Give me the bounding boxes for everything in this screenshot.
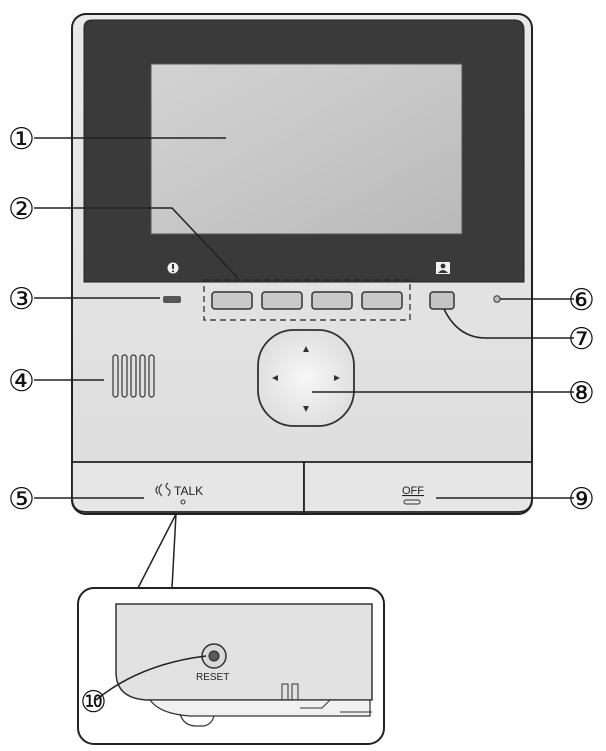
lcd-screen — [150, 63, 463, 235]
callout-labels: ① ② ③ ④ ⑤ ⑥ ⑦ ⑧ ⑨ ⑩ — [8, 123, 595, 719]
nav-up-arrow-icon[interactable] — [303, 346, 309, 352]
recording-button[interactable] — [429, 291, 455, 310]
function-buttons-group — [203, 279, 411, 321]
nav-left-arrow-icon[interactable] — [272, 375, 278, 381]
talk-label: TALK — [174, 484, 203, 498]
underside-slots — [281, 683, 372, 713]
underside-foot — [179, 713, 215, 727]
callout-6: ⑥ — [568, 284, 595, 317]
alert-indicator — [163, 296, 181, 303]
zoom-connector-left — [137, 513, 177, 589]
talk-wave-icon — [155, 482, 171, 497]
talk-button[interactable] — [71, 461, 305, 513]
callout-8: ⑧ — [568, 377, 595, 410]
function-button-4[interactable] — [361, 291, 403, 310]
device-underside — [115, 603, 373, 701]
reset-button[interactable] — [208, 650, 220, 662]
person-icon — [436, 262, 450, 274]
function-button-3[interactable] — [311, 291, 353, 310]
callout-2: ② — [8, 193, 35, 226]
off-label: OFF — [402, 485, 424, 497]
function-button-2[interactable] — [261, 291, 303, 310]
reset-label: RESET — [196, 672, 229, 683]
light-sensor — [493, 295, 501, 303]
callout-5: ⑤ — [8, 483, 35, 516]
exclamation-icon — [167, 262, 179, 274]
callout-1: ① — [8, 123, 35, 156]
callout-4: ④ — [8, 365, 35, 398]
talk-indicator — [180, 499, 186, 505]
off-indicator — [403, 499, 421, 505]
navigation-pad[interactable] — [257, 329, 355, 427]
leader-lines — [34, 137, 574, 701]
speaker-grille — [112, 354, 155, 398]
nav-down-arrow-icon[interactable] — [303, 406, 309, 412]
callout-9: ⑨ — [568, 483, 595, 516]
function-button-1[interactable] — [211, 291, 253, 310]
nav-right-arrow-icon[interactable] — [334, 375, 340, 381]
callout-10: ⑩ — [80, 686, 107, 719]
callout-3: ③ — [8, 283, 35, 316]
underside-lip — [148, 699, 371, 717]
callout-7: ⑦ — [568, 323, 595, 356]
zoom-connector-right — [171, 513, 177, 589]
